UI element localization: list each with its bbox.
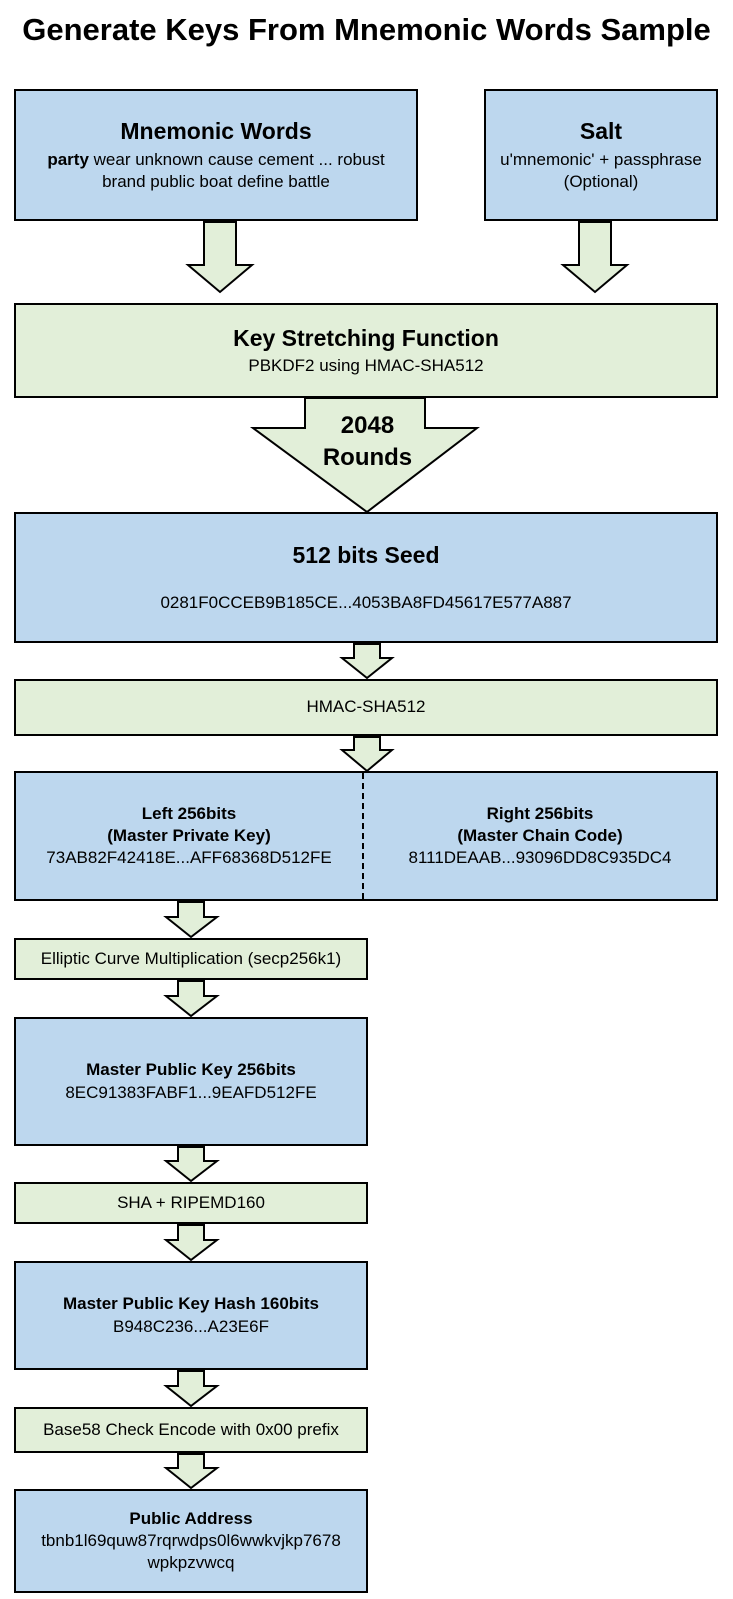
salt-box: Salt u'mnemonic' + passphrase (Optional) <box>484 89 718 221</box>
mnemonic-heading: Mnemonic Words <box>120 117 312 144</box>
hmac-box: HMAC-SHA512 <box>14 679 718 736</box>
public-key-hash-box: Master Public Key Hash 160bits B948C236.… <box>14 1261 368 1370</box>
mnemonic-words-box: Mnemonic Words party wear unknown cause … <box>14 89 418 221</box>
rounds-text: Rounds <box>322 444 413 472</box>
address-line-2: wpkpzvwcq <box>147 1553 235 1573</box>
public-key-heading: Master Public Key 256bits <box>86 1060 296 1080</box>
mnemonic-line-1-rest: wear unknown cause cement ... robust <box>88 149 385 169</box>
base58-box: Base58 Check Encode with 0x00 prefix <box>14 1407 368 1453</box>
base58-label: Base58 Check Encode with 0x00 prefix <box>43 1419 339 1439</box>
public-address-box: Public Address tbnb1l69quw87rqrwdps0l6ww… <box>14 1489 368 1593</box>
hash-value: B948C236...A23E6F <box>113 1316 269 1336</box>
arrow-down-icon <box>163 1453 220 1490</box>
arrow-down-icon <box>339 643 395 680</box>
right-half: Right 256bits (Master Chain Code) 8111DE… <box>364 773 716 899</box>
mnemonic-first-word: party <box>47 149 89 169</box>
seed-heading: 512 bits Seed <box>292 541 440 568</box>
salt-line-1: u'mnemonic' + passphrase <box>500 149 702 169</box>
split-box: Left 256bits (Master Private Key) 73AB82… <box>14 771 718 901</box>
address-heading: Public Address <box>129 1508 253 1528</box>
hmac-label: HMAC-SHA512 <box>306 697 426 717</box>
hash-heading: Master Public Key Hash 160bits <box>62 1294 320 1314</box>
seed-value: 0281F0CCEB9B185CE...4053BA8FD45617E577A8… <box>160 593 572 613</box>
arrow-down-icon <box>163 1370 220 1408</box>
arrow-down-icon <box>185 221 255 294</box>
ecm-label: Elliptic Curve Multiplication (secp256k1… <box>40 948 342 968</box>
mnemonic-line-1: party wear unknown cause cement ... robu… <box>47 149 384 171</box>
right-value: 8111DEAAB...93096DD8C935DC4 <box>408 848 672 868</box>
left-value: 73AB82F42418E...AFF68368D512FE <box>46 848 332 868</box>
address-line-1: tbnb1l69quw87rqrwdps0l6wwkvjkp7678 <box>41 1530 341 1550</box>
seed-box: 512 bits Seed 0281F0CCEB9B185CE...4053BA… <box>14 512 718 643</box>
salt-heading: Salt <box>579 117 623 144</box>
public-key-value: 8EC91383FABF1...9EAFD512FE <box>65 1082 317 1102</box>
right-line-2: (Master Chain Code) <box>457 825 623 845</box>
arrow-down-icon <box>163 1224 220 1262</box>
salt-line-2: (Optional) <box>563 171 639 191</box>
mnemonic-line-2: brand public boat define battle <box>102 171 330 191</box>
left-half: Left 256bits (Master Private Key) 73AB82… <box>16 773 362 899</box>
left-line-1: Left 256bits <box>141 803 237 823</box>
stretch-heading: Key Stretching Function <box>233 324 499 351</box>
arrow-down-icon <box>560 221 630 294</box>
arrow-down-icon <box>339 736 395 773</box>
rounds-label: 2048 Rounds <box>290 410 445 475</box>
left-line-2: (Master Private Key) <box>107 825 271 845</box>
arrow-down-icon <box>163 1146 220 1183</box>
stretch-sub: PBKDF2 using HMAC-SHA512 <box>248 356 484 376</box>
rounds-arrow-icon <box>249 397 480 514</box>
public-key-box: Master Public Key 256bits 8EC91383FABF1.… <box>14 1017 368 1146</box>
sha-label: SHA + RIPEMD160 <box>117 1192 265 1212</box>
diagram-title: Generate Keys From Mnemonic Words Sample <box>22 12 711 47</box>
arrow-down-icon <box>163 901 220 939</box>
key-stretching-box: Key Stretching Function PBKDF2 using HMA… <box>14 303 718 398</box>
rounds-count: 2048 <box>340 412 395 439</box>
split-divider <box>362 773 364 899</box>
arrow-down-icon <box>163 980 220 1018</box>
sha-box: SHA + RIPEMD160 <box>14 1182 368 1224</box>
ecm-box: Elliptic Curve Multiplication (secp256k1… <box>14 938 368 980</box>
right-line-1: Right 256bits <box>486 803 594 823</box>
